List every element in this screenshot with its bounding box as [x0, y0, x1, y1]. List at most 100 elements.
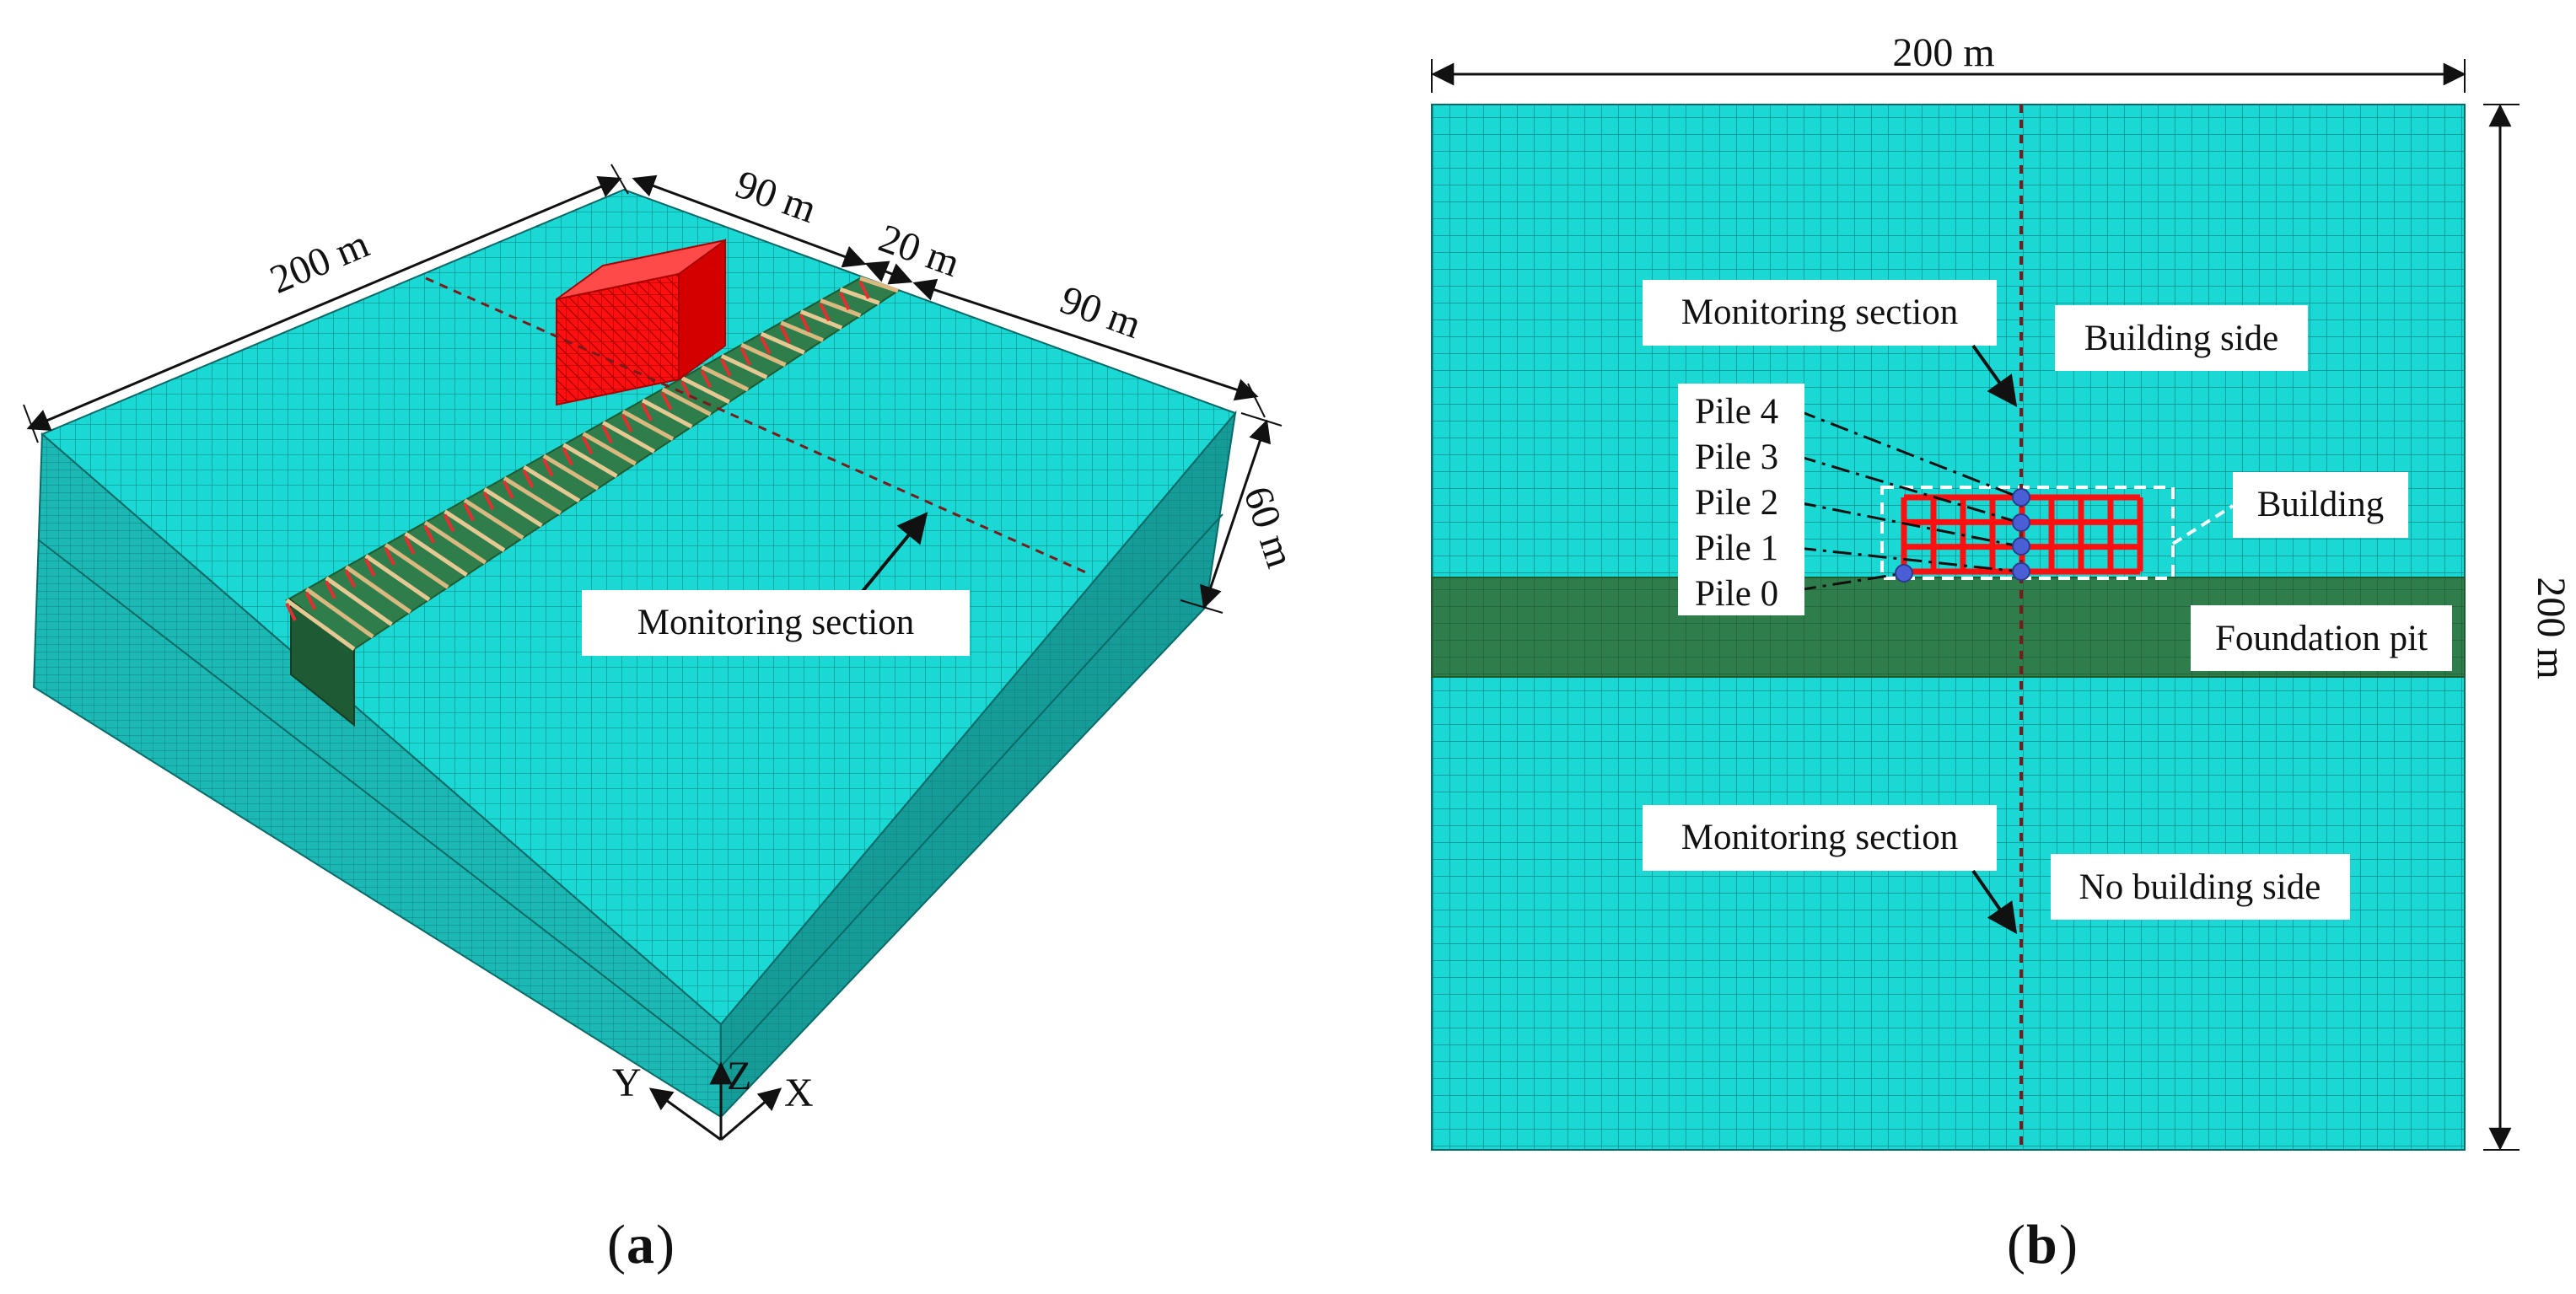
dim-right-tick	[1247, 383, 1266, 418]
pile-4-label: Pile 4	[1695, 392, 1778, 432]
pit-strut	[325, 576, 393, 626]
pit-strut	[285, 598, 356, 652]
dim-depth-tick-b	[1180, 599, 1223, 614]
pit-wall-segment	[325, 580, 336, 599]
axis-y-label: Y	[612, 1060, 642, 1105]
pit-wall-segment	[581, 436, 594, 455]
pit-strut	[641, 398, 693, 429]
pit-wall-segment	[621, 414, 633, 432]
caption-b-letter: b	[2026, 1214, 2057, 1275]
caption-a-letter: a	[627, 1214, 654, 1275]
pit-strut	[582, 432, 637, 466]
pit-strut-rows	[285, 276, 899, 652]
pit-wall-segment	[503, 481, 514, 499]
pit-strut	[304, 587, 374, 639]
dim-pit-width-line	[864, 260, 913, 285]
pit-wall-segment	[423, 524, 435, 544]
pit-wall-segment	[344, 569, 357, 588]
pit-wall-segment	[562, 447, 574, 466]
building-side-label: Building side	[2084, 319, 2279, 358]
pit-wall-segment	[285, 603, 297, 621]
foundation-pit-label: Foundation pit	[2215, 619, 2428, 658]
dim-length-tick-a	[23, 404, 39, 443]
foundation-pit-label-box	[2191, 605, 2452, 671]
pile-2-label: Pile 2	[1695, 483, 1778, 523]
monitoring-bottom-label: Monitoring section	[1681, 818, 1958, 857]
dim-right-part-label: 90 m	[1055, 277, 1148, 347]
pit-strut	[621, 409, 675, 442]
no-building-side-label-box	[2051, 854, 2350, 920]
pit-wall-segment	[542, 458, 554, 477]
pit-strut	[760, 331, 805, 355]
pit-strut	[820, 298, 862, 318]
monitoring-top-label-box	[1643, 280, 1997, 346]
pit-wall-segment	[759, 336, 772, 355]
pit-strut	[720, 353, 768, 379]
monitoring-top-label: Monitoring section	[1681, 293, 1958, 332]
pit-strut	[404, 531, 468, 577]
building-label-box	[2233, 472, 2408, 538]
pit-strut	[680, 376, 730, 405]
pit-wall-segment	[799, 314, 811, 333]
pile-2-marker	[2012, 537, 2030, 556]
pit-wall-segment	[819, 303, 831, 322]
pit-wall-segment	[660, 391, 673, 411]
pile-4-marker	[2012, 488, 2030, 507]
caption-b-open: (	[2007, 1214, 2025, 1275]
monitoring-bottom-label-box	[1643, 805, 1997, 871]
axis-x-line	[720, 1087, 782, 1141]
monitoring-top-arrow	[1971, 344, 2018, 407]
pit-wall-segment	[384, 547, 396, 566]
monitoring-arrow-3d	[858, 512, 928, 596]
pit-strut	[780, 320, 825, 342]
dim-left-part-line	[632, 175, 867, 268]
pit-wall-segment	[641, 403, 653, 421]
building-leader-line	[2171, 504, 2235, 545]
pit-wall-segment	[482, 491, 495, 511]
pit-strut	[701, 365, 750, 392]
dim-length-line	[26, 176, 622, 431]
dim-plan-height-label: 200 m	[2529, 577, 2573, 679]
no-building-side-label: No building side	[2079, 867, 2321, 907]
dim-right-part-line	[912, 278, 1259, 401]
pit-wall-segment	[838, 292, 851, 311]
pile-3-marker	[2012, 513, 2030, 532]
pit-wall-segment	[443, 513, 455, 533]
dim-left-part-label: 90 m	[730, 162, 823, 232]
caption-a-open: (	[607, 1214, 626, 1275]
pile-1-leader	[1797, 546, 2020, 573]
pit-strut	[799, 309, 843, 330]
dim-depth-label: 60 m	[1234, 481, 1302, 573]
pit-strut	[364, 554, 431, 602]
building-side-label-box	[2055, 305, 2308, 371]
pit-wall-segment	[680, 380, 692, 400]
pit-strut	[384, 543, 449, 589]
pit-wall-segment	[522, 470, 535, 488]
axis-y-line	[648, 1087, 722, 1141]
pit-wall-segment	[403, 536, 416, 555]
dim-pit-width-label: 20 m	[874, 216, 966, 286]
pit-strut	[542, 454, 600, 491]
pit-strut	[463, 498, 524, 540]
pile-1-marker	[2012, 562, 2030, 581]
pile-3-leader	[1797, 454, 2020, 524]
caption-a-close: )	[656, 1214, 675, 1275]
dim-depth-tick-a	[1240, 412, 1283, 427]
pile-0-leader	[1797, 572, 1905, 592]
axis-x-label: X	[784, 1071, 814, 1115]
panel-a-3d-model: Monitoring section 200 m 90 m 20 m 90 m …	[23, 162, 1303, 1275]
monitoring-bottom-arrow	[1971, 869, 2018, 934]
pit-wall-segment	[779, 325, 791, 344]
pile-2-leader	[1797, 501, 2020, 548]
pit-strut	[839, 287, 880, 306]
pit-wall-segment	[739, 347, 752, 366]
pit-wall-segment	[364, 558, 376, 577]
dim-depth-line	[1199, 419, 1272, 609]
pit-strut	[523, 464, 581, 503]
monitoring-label-3d: Monitoring section	[637, 603, 914, 642]
building-label: Building	[2257, 485, 2385, 524]
pit-strut	[423, 520, 487, 565]
pile-labels-box	[1678, 384, 1804, 615]
pit-wall-segment	[304, 591, 317, 610]
